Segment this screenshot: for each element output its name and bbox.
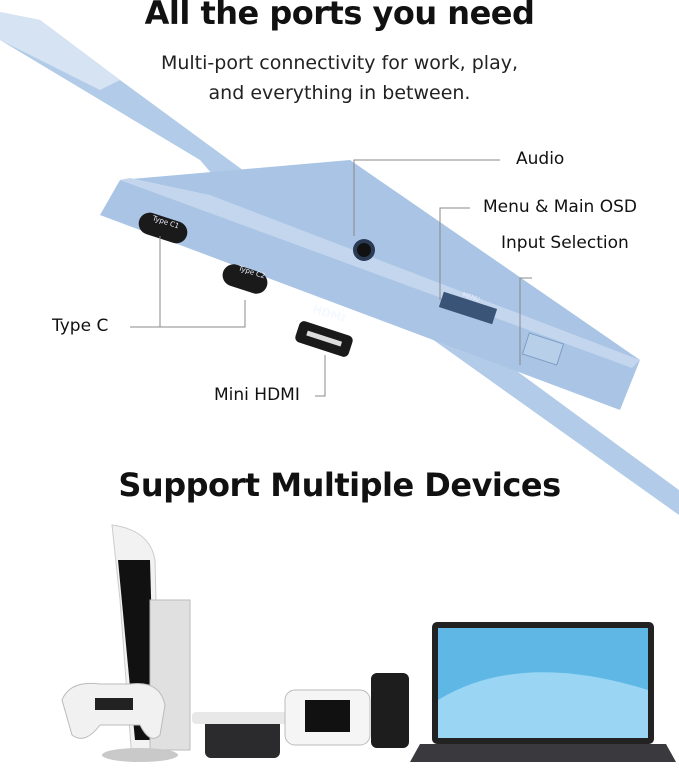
callout-type-c: Type C [52, 316, 109, 336]
callout-mini-hdmi: Mini HDMI [214, 385, 300, 405]
menu-rocker [438, 291, 498, 325]
smartphone [371, 673, 409, 748]
handheld-console [284, 689, 371, 746]
callout-audio: Audio [516, 149, 565, 169]
controller [61, 682, 166, 739]
hdmi-marking: HDMI [311, 302, 347, 325]
page-title: All the ports you need [144, 0, 535, 32]
callout-input-selection: Input Selection [501, 233, 629, 253]
mini-hdmi-slot [306, 330, 343, 347]
mini-pc [192, 712, 297, 758]
type-c2-port [222, 264, 268, 294]
audio-jack-hole [357, 243, 371, 257]
type-c1-port [138, 212, 188, 244]
input-button [521, 332, 565, 366]
callout-menu: Menu & Main OSD [483, 197, 637, 217]
laptop [410, 622, 676, 762]
section-title: Support Multiple Devices [118, 466, 561, 504]
monitor-port-bar-top [120, 178, 640, 368]
subtitle-line-2: and everything in between. [208, 82, 471, 104]
callout-lines [130, 159, 532, 397]
monitor-top-edge-highlight [0, 12, 120, 90]
monitor-port-bar [100, 160, 640, 410]
subtitle-line-1: Multi-port connectivity for work, play, [160, 52, 519, 74]
